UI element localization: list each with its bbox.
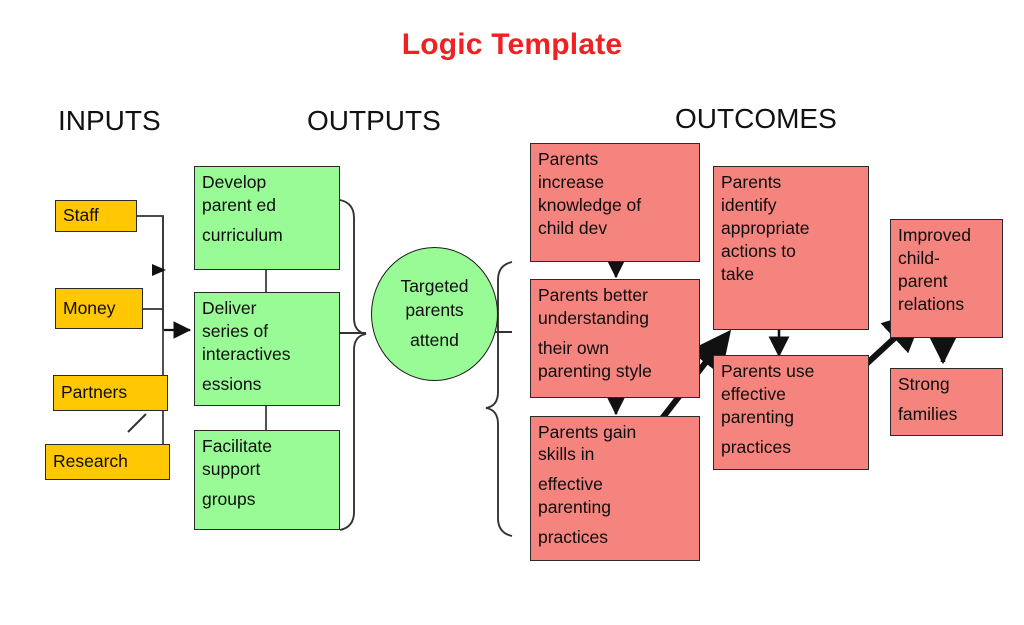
output-box-facilitate-support-groups[interactable]: Facilitate support groups [194, 430, 340, 530]
column-header-outputs: OUTPUTS [307, 105, 441, 136]
outcome-box-improved-relations[interactable]: Improved child- parent relations [890, 219, 1003, 338]
output-box-develop-curriculum[interactable]: Develop parent ed curriculum [194, 166, 340, 270]
line: identify [721, 195, 777, 216]
line: practices [538, 527, 609, 548]
page-title: Logic Template [401, 28, 623, 61]
line: parent [898, 271, 948, 292]
outcome-box-better-understanding[interactable]: Parents better understanding their own p… [530, 279, 700, 398]
line: series of [202, 321, 269, 342]
line: parent ed [202, 195, 276, 216]
line: interactives [202, 344, 291, 365]
inputs-converge-tick [152, 264, 166, 276]
line: take [721, 264, 755, 285]
outcome-box-increase-knowledge[interactable]: Parents increase knowledge of child dev [530, 143, 700, 262]
line: Deliver [202, 298, 257, 318]
line: attend [410, 330, 459, 351]
line: Facilitate [202, 436, 273, 456]
line: parenting [538, 497, 611, 518]
line: increase [538, 172, 605, 193]
line: Parents use [721, 361, 815, 381]
line: effective [538, 474, 603, 495]
line: support [202, 459, 261, 480]
outcome-box-identify-actions[interactable]: Parents identify appropriate actions to … [713, 166, 869, 330]
line: skills in [538, 444, 595, 465]
input-box-staff[interactable]: Staff [55, 200, 137, 232]
line: groups [202, 489, 256, 510]
line: practices [721, 437, 792, 458]
line: Targeted [400, 276, 469, 297]
input-box-research[interactable]: Research [45, 444, 170, 480]
line: relations [898, 294, 965, 315]
line: essions [202, 374, 262, 395]
line: Improved [898, 225, 971, 245]
input-label: Staff [63, 205, 99, 226]
input-label: Partners [61, 382, 128, 403]
output-ellipse-targeted-parents-attend[interactable]: Targeted parents attend [371, 247, 498, 381]
line: Strong [898, 374, 950, 394]
line: effective [721, 384, 786, 405]
input-label: Research [53, 451, 128, 472]
output-box-deliver-sessions[interactable]: Deliver series of interactives essions [194, 292, 340, 406]
line: curriculum [202, 225, 283, 246]
line: families [898, 404, 958, 425]
input-box-partners[interactable]: Partners [53, 375, 168, 411]
line: parenting style [538, 361, 652, 382]
line: Parents [538, 149, 599, 169]
line: actions to [721, 241, 796, 262]
line: parents [405, 299, 464, 320]
line: knowledge of [538, 195, 642, 216]
input-label: Money [63, 297, 116, 318]
line: child- [898, 248, 940, 269]
line: child dev [538, 218, 608, 239]
column-header-outcomes: OUTCOMES [675, 103, 837, 134]
column-header-inputs: INPUTS [58, 105, 161, 136]
line: parenting [721, 407, 794, 428]
outputs-brace [339, 199, 367, 531]
outcome-box-use-effective-practices[interactable]: Parents use effective parenting practice… [713, 355, 869, 470]
line: Parents gain [538, 422, 637, 442]
line: their own [538, 338, 610, 359]
line: Parents better [538, 285, 648, 305]
line: Parents [721, 172, 782, 192]
line: Develop [202, 172, 267, 192]
outcome-box-strong-families[interactable]: Strong families [890, 368, 1003, 436]
outcome-box-gain-skills[interactable]: Parents gain skills in effective parenti… [530, 416, 700, 561]
line: understanding [538, 308, 649, 329]
input-box-money[interactable]: Money [55, 288, 143, 329]
line: appropriate [721, 218, 810, 239]
